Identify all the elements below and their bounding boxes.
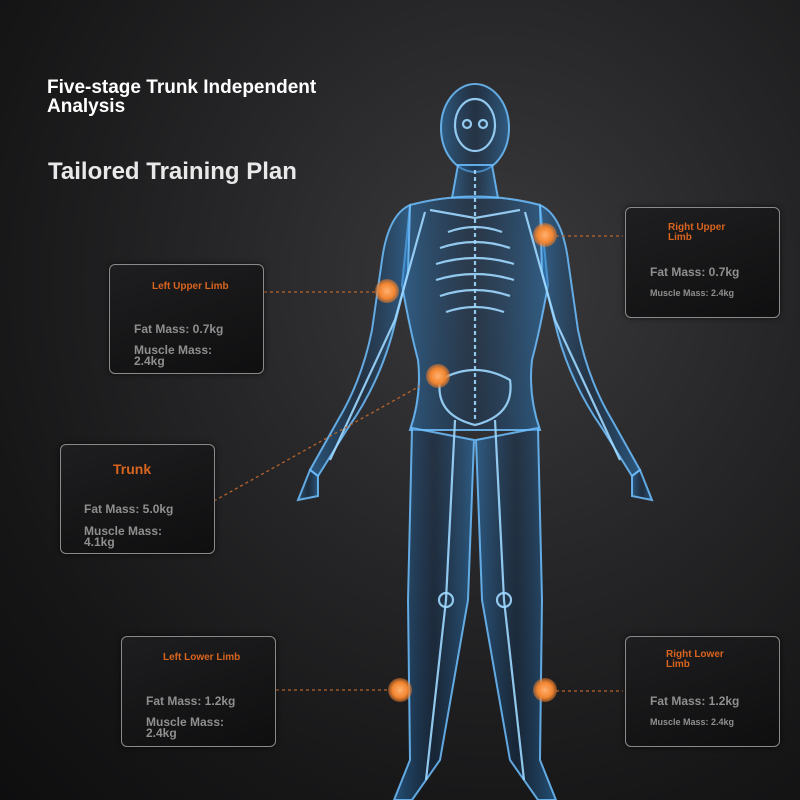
muscle-mass: Muscle Mass: 2.4kg [650,288,735,298]
skeleton [329,97,621,781]
fat-mass: Fat Mass: 0.7kg [134,322,224,336]
fat-mass: Fat Mass: 5.0kg [84,502,174,516]
muscle-mass: Muscle Mass: 2.4kg [650,717,735,727]
card-title: Right Upper Limb [668,222,726,243]
headline-training-plan: Tailored Training Plan [48,158,297,185]
connector-lines [213,235,623,692]
marker-right-upper-limb[interactable] [533,223,557,247]
muscle-mass: Muscle Mass: 2.4kg [134,343,213,368]
card-title: Left Lower Limb [163,652,241,663]
card-left-upper-limb: Left Upper Limb Fat Mass: 0.7kg Muscle M… [109,264,264,374]
muscle-mass: Muscle Mass: 2.4kg [146,715,225,740]
card-right-lower-limb: Right Lower Limb Fat Mass: 1.2kg Muscle … [625,636,780,747]
fat-mass: Fat Mass: 0.7kg [650,265,740,279]
card-trunk: Trunk Fat Mass: 5.0kg Muscle Mass: 4.1kg [60,444,215,554]
fat-mass: Fat Mass: 1.2kg [650,694,740,708]
marker-right-lower-limb[interactable] [533,678,557,702]
muscle-mass: Muscle Mass: 4.1kg [84,524,163,549]
card-title: Right Lower Limb [666,649,724,670]
card-title: Left Upper Limb [152,281,229,292]
card-left-lower-limb: Left Lower Limb Fat Mass: 1.2kg Muscle M… [121,636,276,747]
card-right-upper-limb: Right Upper Limb Fat Mass: 0.7kg Muscle … [625,207,780,318]
marker-left-upper-limb[interactable] [375,279,399,303]
marker-trunk[interactable] [426,364,450,388]
headline-analysis: Five-stage Trunk Independent Analysis [47,77,317,117]
fat-mass: Fat Mass: 1.2kg [146,694,236,708]
marker-left-lower-limb[interactable] [388,678,412,702]
card-title: Trunk [113,461,152,477]
